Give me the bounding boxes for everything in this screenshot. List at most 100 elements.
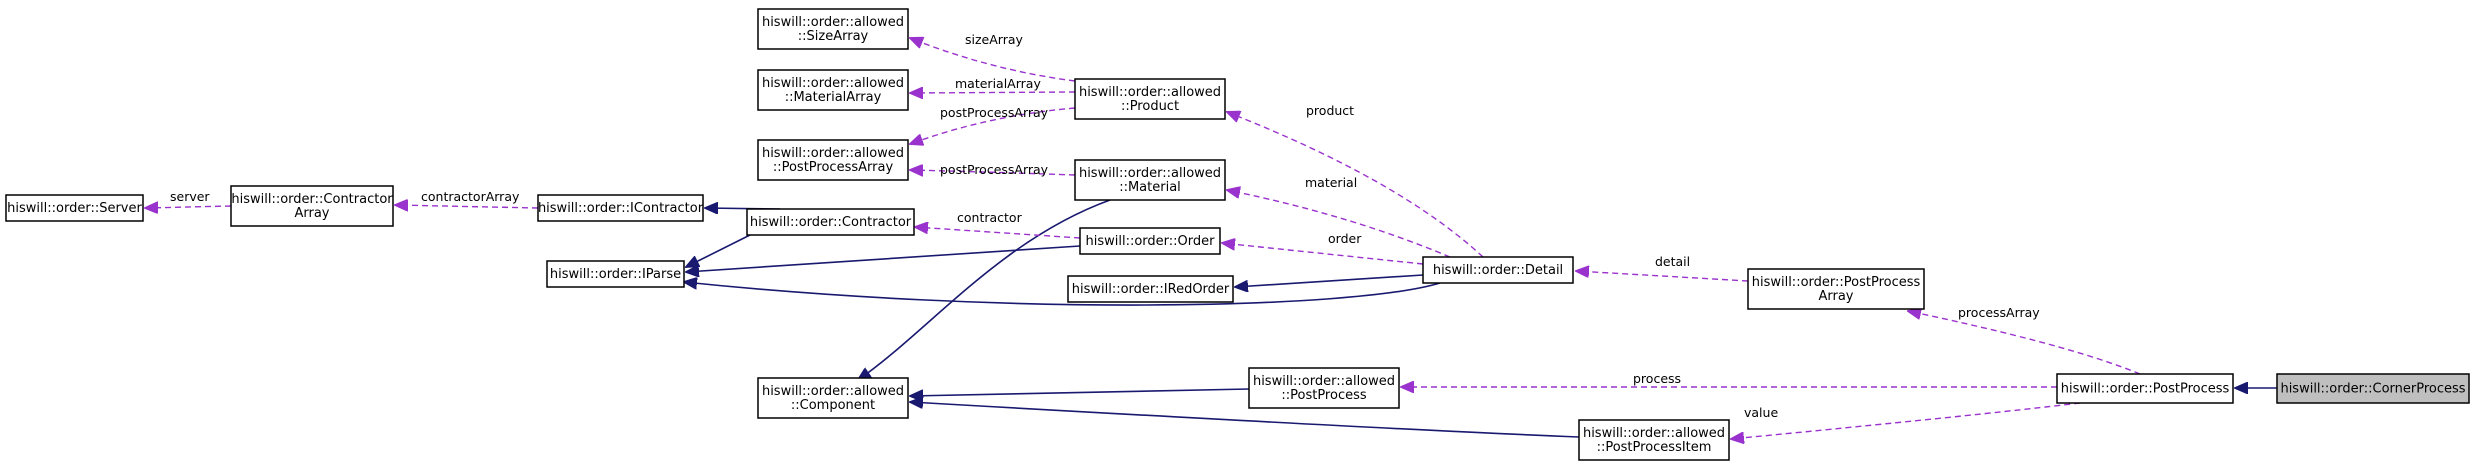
- node-allowed-material-array[interactable]: hiswill::order::allowed::MaterialArray: [757, 69, 909, 111]
- edge-order-to-contractor: [915, 227, 1081, 239]
- edge-label-server: server: [170, 189, 210, 204]
- node-order[interactable]: hiswill::order::Order: [1079, 227, 1221, 255]
- edge-label-postprocessarray: postProcessArray: [940, 105, 1049, 120]
- node-post-process-box[interactable]: [2056, 373, 2234, 404]
- edge-a_ppi-to-a_component: [910, 402, 1580, 438]
- edges-layer: processArray process value detail product mat…: [145, 32, 2277, 439]
- node-allowed-post-process-item-label-line: ::PostProcessItem: [1597, 440, 1712, 455]
- edge-label-detail: detail: [1655, 254, 1690, 269]
- node-contractor-array-label-line: hiswill::order::Contractor: [231, 192, 393, 207]
- edge-label-order: order: [1328, 231, 1362, 246]
- node-allowed-product-label-line: ::Product: [1121, 99, 1179, 114]
- node-post-process-array-label-line: hiswill::order::PostProcess: [1752, 275, 1921, 290]
- node-allowed-post-process[interactable]: hiswill::order::allowed::PostProcess: [1248, 367, 1400, 409]
- node-contractor[interactable]: hiswill::order::Contractor: [746, 208, 915, 236]
- node-allowed-post-process-array-box[interactable]: [757, 139, 909, 181]
- nodes-layer: hiswill::order::CornerProcesshiswill::or…: [5, 8, 2470, 461]
- node-detail[interactable]: hiswill::order::Detail: [1422, 256, 1574, 284]
- node-allowed-material-array-box[interactable]: [757, 69, 909, 111]
- node-allowed-component-box[interactable]: [757, 377, 909, 419]
- node-allowed-product-label-line: hiswill::order::allowed: [1079, 85, 1221, 100]
- edge-contractor-to-iparse: [686, 234, 751, 267]
- edge-detail-to-order: [1222, 243, 1424, 265]
- node-post-process-array-box[interactable]: [1747, 268, 1925, 310]
- edge-label-contractorarray: contractorArray: [421, 189, 520, 204]
- node-corner-process-label-line: hiswill::order::CornerProcess: [2280, 382, 2465, 397]
- edge-detail-to-iredorder: [1235, 274, 1424, 287]
- node-post-process-array-label-line: Array: [1818, 289, 1853, 304]
- node-allowed-size-array-label-line: ::SizeArray: [798, 29, 869, 44]
- node-post-process-array[interactable]: hiswill::order::PostProcessArray: [1747, 268, 1925, 310]
- node-i-contractor-box[interactable]: [537, 194, 704, 222]
- node-server-box[interactable]: [5, 194, 144, 222]
- node-allowed-material-label-line: ::Material: [1119, 180, 1181, 195]
- node-allowed-material-label-line: hiswill::order::allowed: [1079, 166, 1221, 181]
- node-server[interactable]: hiswill::order::Server: [5, 194, 144, 222]
- node-detail-box[interactable]: [1422, 256, 1574, 284]
- node-allowed-post-process-array-label-line: hiswill::order::allowed: [762, 146, 904, 161]
- node-allowed-post-process-label-line: hiswill::order::allowed: [1253, 374, 1395, 389]
- node-post-process-label-line: hiswill::order::PostProcess: [2061, 382, 2230, 397]
- node-allowed-post-process-label-line: ::PostProcess: [1281, 388, 1367, 403]
- edge-postprocess-to-a_ppi: [1731, 402, 2081, 439]
- node-contractor-label-line: hiswill::order::Contractor: [750, 215, 912, 230]
- node-allowed-component-label-line: hiswill::order::allowed: [762, 384, 904, 399]
- node-allowed-component[interactable]: hiswill::order::allowed::Component: [757, 377, 909, 419]
- node-allowed-size-array-label-line: hiswill::order::allowed: [762, 15, 904, 30]
- edge-label-value: value: [1744, 405, 1778, 420]
- node-i-contractor-label-line: hiswill::order::IContractor: [538, 201, 704, 216]
- node-i-red-order-box[interactable]: [1067, 275, 1234, 303]
- node-allowed-material[interactable]: hiswill::order::allowed::Material: [1074, 159, 1226, 201]
- edge-order-to-iparse: [686, 245, 1081, 272]
- node-allowed-size-array-box[interactable]: [757, 8, 909, 50]
- node-allowed-post-process-array-label-line: ::PostProcessArray: [773, 160, 894, 175]
- node-allowed-product[interactable]: hiswill::order::allowed::Product: [1074, 78, 1226, 120]
- node-detail-label-line: hiswill::order::Detail: [1433, 263, 1563, 278]
- node-i-red-order[interactable]: hiswill::order::IRedOrder: [1067, 275, 1234, 303]
- edge-label-process: process: [1633, 371, 1681, 386]
- edge-label-materialarray: materialArray: [955, 76, 1041, 91]
- node-i-parse-box[interactable]: [546, 260, 685, 288]
- node-server-label-line: hiswill::order::Server: [7, 201, 142, 216]
- edge-postprocess-to-ppa: [1908, 311, 2141, 375]
- edge-icontractor-to-contractorarray: [395, 205, 539, 208]
- edge-detail-to-iparse: [684, 282, 1441, 306]
- node-contractor-array-label-line: Array: [294, 206, 329, 221]
- node-allowed-material-array-label-line: ::MaterialArray: [785, 90, 882, 105]
- edge-label-contractor: contractor: [957, 210, 1023, 225]
- edge-a_product-to-a_pparray: [910, 107, 1076, 144]
- node-allowed-size-array[interactable]: hiswill::order::allowed::SizeArray: [757, 8, 909, 50]
- node-corner-process-box[interactable]: [2276, 373, 2470, 404]
- node-order-label-line: hiswill::order::Order: [1086, 234, 1216, 249]
- node-i-parse[interactable]: hiswill::order::IParse: [546, 260, 685, 288]
- edge-a_product-to-a_sizearray: [910, 38, 1076, 82]
- edge-label-processarray: processArray: [1958, 305, 2040, 320]
- node-allowed-component-label-line: ::Component: [791, 398, 875, 413]
- node-allowed-post-process-array[interactable]: hiswill::order::allowed::PostProcessArra…: [757, 139, 909, 181]
- edge-label-sizearray: sizeArray: [965, 32, 1024, 47]
- node-allowed-product-box[interactable]: [1074, 78, 1226, 120]
- node-i-parse-label-line: hiswill::order::IParse: [550, 267, 681, 282]
- edge-label-product: product: [1306, 103, 1354, 118]
- edge-label-material: material: [1305, 175, 1357, 190]
- node-i-red-order-label-line: hiswill::order::IRedOrder: [1072, 282, 1230, 297]
- node-contractor-box[interactable]: [746, 208, 915, 236]
- edge-a_product-to-a_materialarray: [910, 92, 1076, 93]
- node-contractor-array-box[interactable]: [230, 185, 394, 227]
- node-order-box[interactable]: [1079, 227, 1221, 255]
- node-allowed-post-process-item-label-line: hiswill::order::allowed: [1583, 426, 1725, 441]
- node-allowed-post-process-item[interactable]: hiswill::order::allowed::PostProcessItem: [1578, 419, 1730, 461]
- node-i-contractor[interactable]: hiswill::order::IContractor: [537, 194, 704, 222]
- node-allowed-material-box[interactable]: [1074, 159, 1226, 201]
- node-corner-process[interactable]: hiswill::order::CornerProcess: [2276, 373, 2470, 404]
- edge-a_material-to-a_pparray: [910, 170, 1076, 175]
- edge-a_material-to-a_component: [858, 199, 1111, 380]
- node-post-process[interactable]: hiswill::order::PostProcess: [2056, 373, 2234, 404]
- node-allowed-post-process-item-box[interactable]: [1578, 419, 1730, 461]
- edge-contractorarray-to-server: [145, 206, 232, 208]
- edge-detail-to-a_material: [1227, 190, 1451, 258]
- node-allowed-post-process-box[interactable]: [1248, 367, 1400, 409]
- edge-a_pp-to-a_component: [910, 388, 1250, 396]
